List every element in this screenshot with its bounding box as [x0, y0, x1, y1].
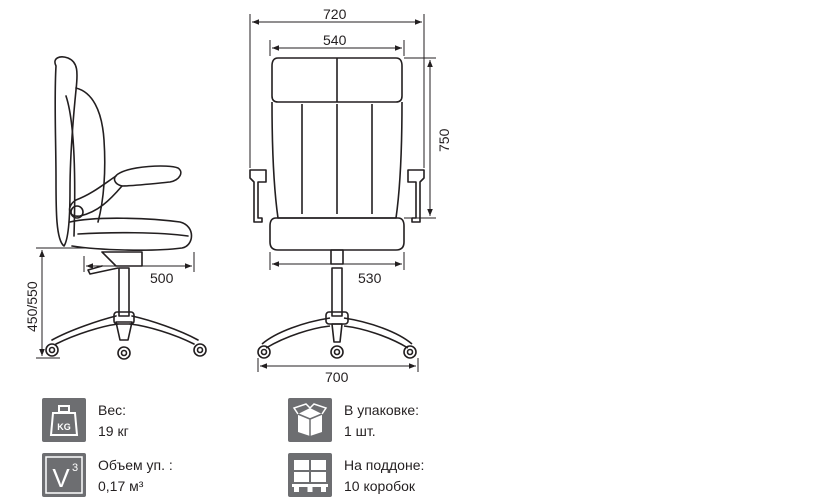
svg-text:V: V [52, 463, 70, 493]
dim-seat-height-label: 450/550 [24, 281, 40, 332]
dim-total-width-label: 720 [323, 6, 347, 22]
dim-seat-height [36, 247, 90, 359]
dim-back-height [404, 57, 436, 219]
side-view-chair [51, 56, 199, 345]
spec-pallet-value: 10 коробок [344, 478, 416, 494]
dim-base-diameter [257, 358, 419, 372]
volume-v3-icon: V 3 [42, 453, 86, 497]
chair-dimension-drawing: 450/550 500 [24, 6, 452, 385]
svg-text:KG: KG [57, 422, 71, 432]
spec-pallet-label: На поддоне: [344, 457, 425, 473]
svg-text:3: 3 [72, 462, 78, 474]
pallet-icon [288, 453, 332, 497]
dim-base-diameter-label: 700 [325, 369, 349, 385]
spec-weight-value: 19 кг [98, 423, 129, 439]
dim-seat-back-width-label: 540 [323, 32, 347, 48]
dim-seat-depth [83, 252, 195, 272]
spec-weight: KG Вес: 19 кг [42, 398, 129, 442]
dim-back-height-label: 750 [436, 128, 452, 152]
spec-volume: V 3 Объем уп. : 0,17 м³ [42, 453, 173, 497]
front-view-chair [249, 57, 425, 349]
spec-volume-label: Объем уп. : [98, 457, 173, 473]
dim-seat-back-width [269, 40, 405, 56]
weight-kg-icon: KG [42, 398, 86, 442]
spec-volume-value: 0,17 м³ [98, 478, 144, 494]
spec-weight-label: Вес: [98, 402, 127, 418]
side-view-casters [45, 343, 207, 360]
spec-package: В упаковке: 1 шт. [288, 398, 419, 442]
dim-seat-width-label: 530 [358, 270, 382, 286]
dim-total-width [249, 14, 425, 168]
spec-package-value: 1 шт. [344, 423, 376, 439]
dim-seat-width [269, 252, 405, 270]
dim-seat-depth-label: 500 [150, 270, 174, 286]
front-view-casters [257, 345, 417, 359]
spec-pallet: На поддоне: 10 коробок [288, 453, 424, 497]
box-icon [288, 398, 332, 442]
spec-package-label: В упаковке: [344, 402, 420, 418]
